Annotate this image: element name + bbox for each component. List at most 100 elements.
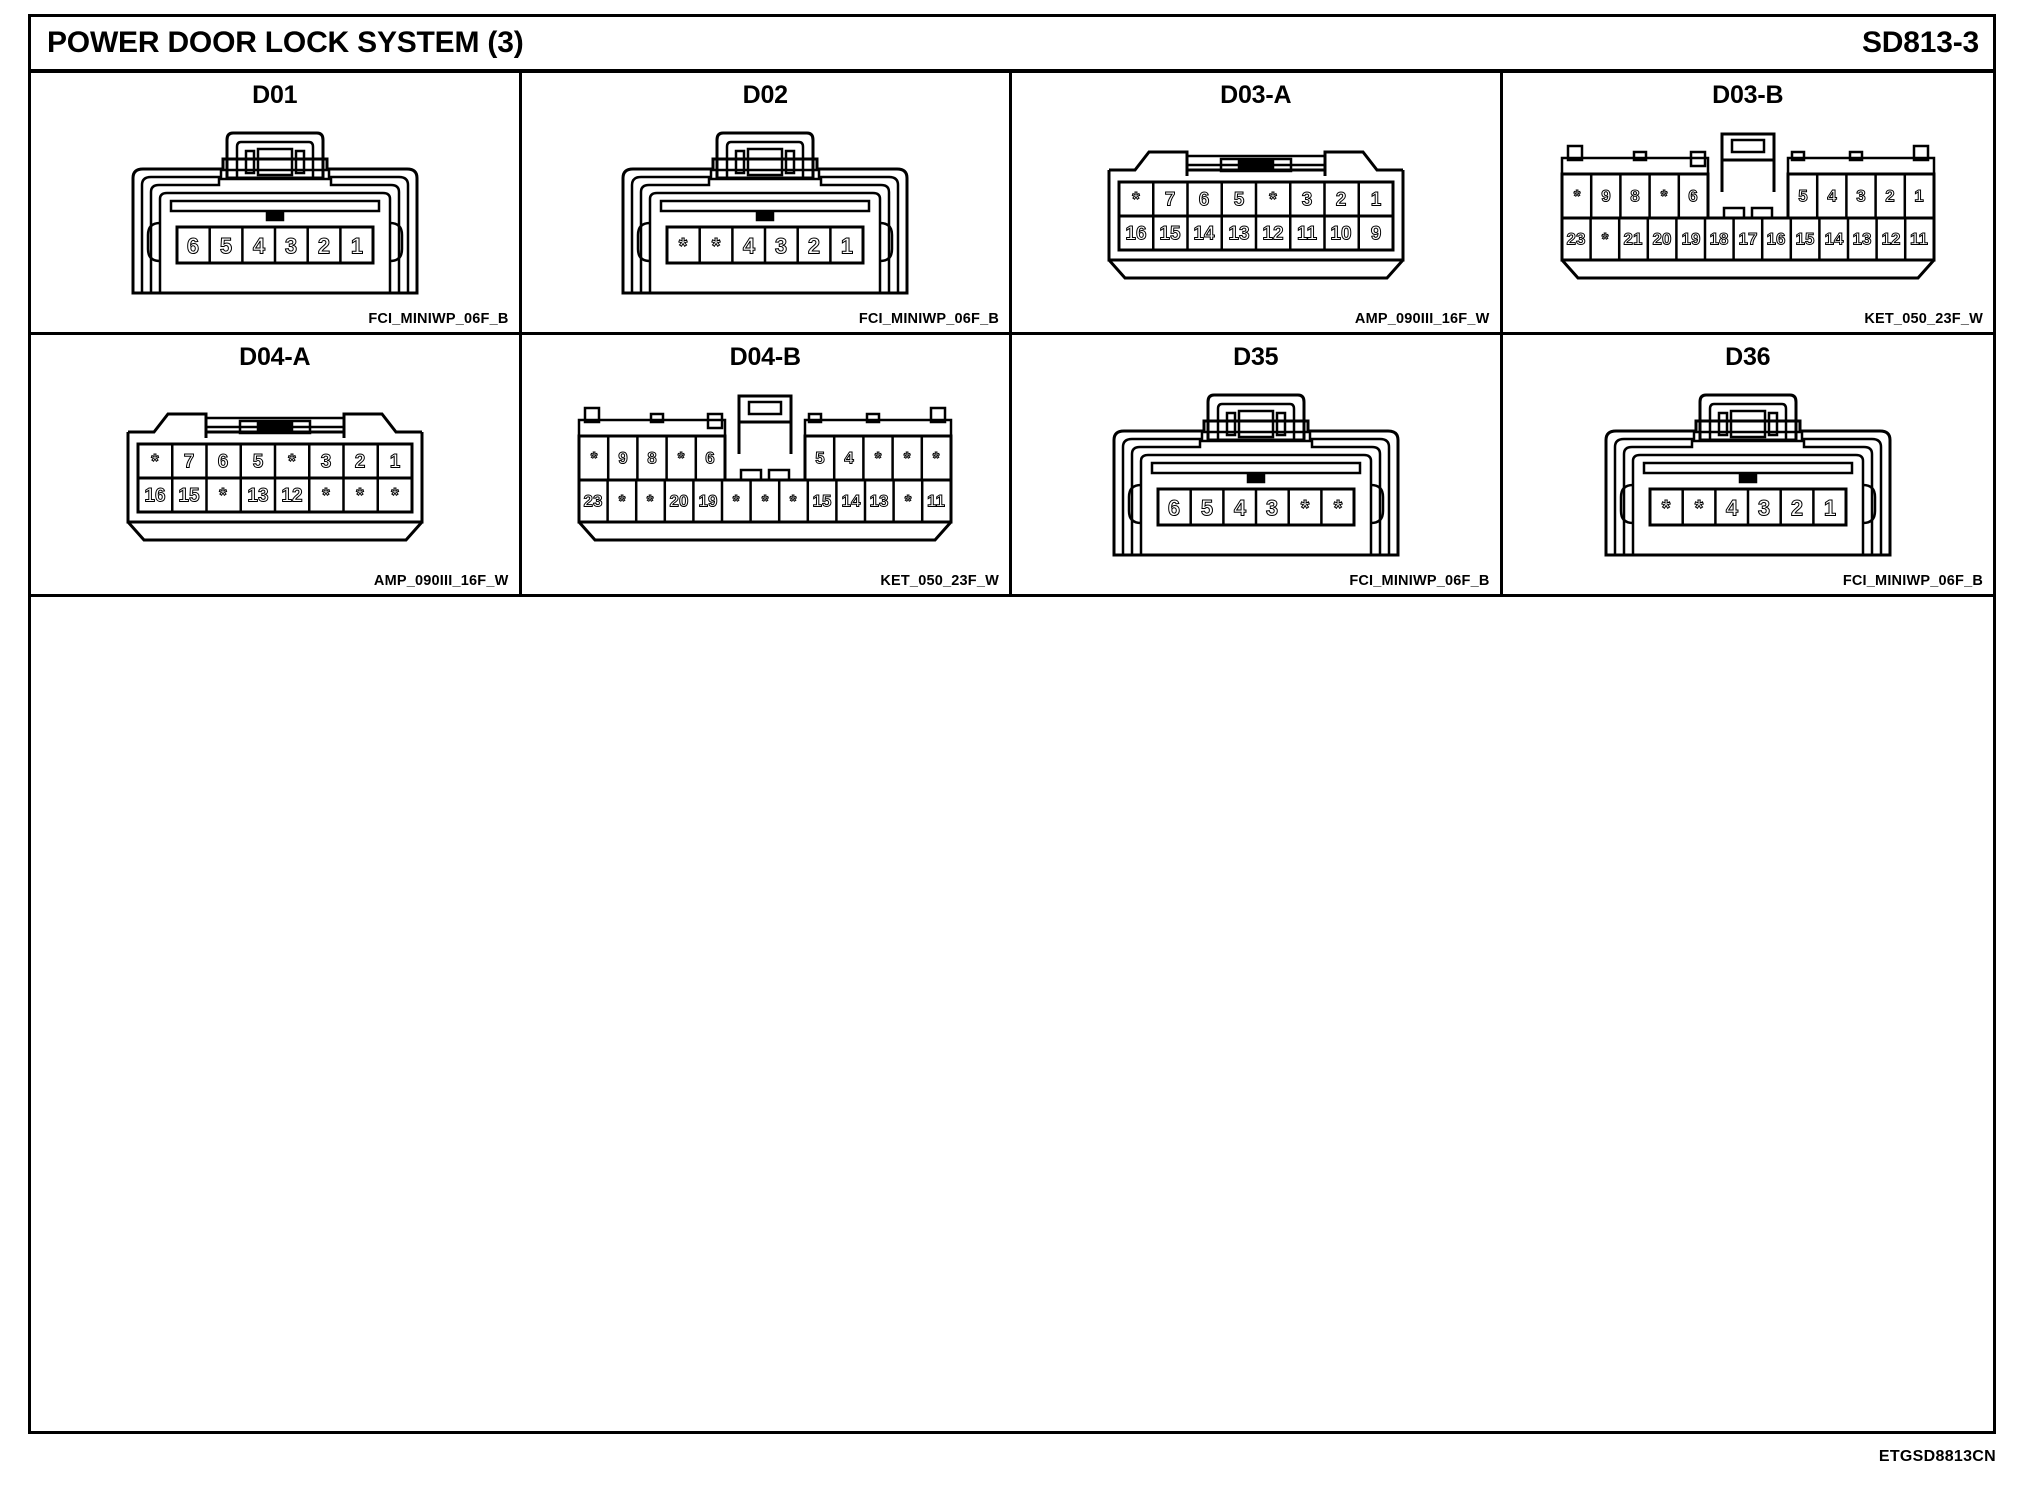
pin-cell: 15 [178,486,200,507]
connector-label-d01: D01 [252,81,298,109]
pin-cell: 12 [1262,224,1283,245]
connector-diagram-d03-b: * 9 8 * 6 5 4 3 2 1 [1503,115,1994,315]
pin-cell: 5 [252,452,263,473]
pin-cell: * [322,486,330,507]
pin-matrix: * 7 6 5 * 3 2 1 16 15 14 13 [1117,180,1395,252]
connector-cell-d01[interactable]: D01 [31,73,522,335]
pin-cell: * [933,448,940,467]
connector-cell-d02[interactable]: D02 [521,73,1012,335]
pin-cell: 6 [1168,495,1180,520]
pin-cell: 3 [285,233,297,258]
pin-cell: 4 [1827,186,1837,205]
connector-diagram-d01: 6 5 4 3 2 1 [31,115,519,315]
pin-row-lower: 23 * 21 20 19 18 17 16 15 14 13 12 [1560,216,1936,261]
pin-row-upper: * 9 8 * 6 5 4 3 2 1 [1560,172,1936,219]
connector-diagram-d35: 6 5 4 3 * * [1012,377,1500,577]
pin-cell: 16 [1766,229,1785,248]
pin-cell: * [1300,495,1309,520]
pin-cell: * [1333,495,1342,520]
pin-cell: 12 [1881,229,1900,248]
pin-cell: * [151,452,159,473]
pin-cell: * [391,486,399,507]
pin-cell: 10 [1330,224,1351,245]
pin-cell: 2 [1335,190,1346,211]
pin-cell: 15 [1795,229,1814,248]
pin-cell: 14 [1824,229,1843,248]
pin-cell: 5 [1233,190,1244,211]
pin-cell: 13 [870,491,889,510]
pin-cell: 8 [648,448,657,467]
connector-cell-d03-a[interactable]: D03-A [1012,73,1503,335]
pin-cell: * [875,448,882,467]
pin-cell: 3 [1758,495,1770,520]
pin-cell: 21 [1623,229,1642,248]
title-bar: POWER DOOR LOCK SYSTEM (3) SD813-3 [31,17,1993,73]
pin-cell: 6 [1198,190,1209,211]
pin-matrix: * 7 6 5 * 3 2 1 16 15 * 13 12 [136,442,414,514]
pin-cell: 7 [1164,190,1175,211]
sheet-code: SD813-3 [1861,26,1979,59]
pin-cell: * [1660,186,1667,205]
pin-cell: 1 [1370,190,1381,211]
pin-cell: 4 [845,448,855,467]
pin-cell: * [591,448,598,467]
connector-label-d02: D02 [742,81,788,109]
connector-part-number-d01: FCI_MINIWP_06F_B [368,311,509,327]
pin-cell: 19 [1681,229,1700,248]
connector-cell-d03-b[interactable]: D03-B [1502,73,1994,335]
pin-cell: * [905,491,912,510]
pin-cell: 7 [183,452,194,473]
pin-cell: * [219,486,227,507]
connector-part-number-d03-a: AMP_090III_16F_W [1354,311,1490,327]
pin-cell: 23 [1566,229,1585,248]
connector-label-d36: D36 [1725,343,1771,371]
pin-cell: 3 [320,452,331,473]
drawing-code: ETGSD8813CN [1878,1448,1996,1465]
pin-cell: 3 [1301,190,1312,211]
pin-cell: 14 [842,491,861,510]
connector-cell-d36[interactable]: D36 [1502,335,1994,597]
connector-cell-d35[interactable]: D35 [1012,335,1503,597]
pin-cell: 4 [1234,495,1247,520]
pin-cell: 2 [318,233,330,258]
pin-cell: 20 [1652,229,1671,248]
pin-cell: 4 [253,233,266,258]
connector-label-d03-a: D03-A [1220,81,1292,109]
pin-cell: 16 [1125,224,1146,245]
connector-part-number-d02: FCI_MINIWP_06F_B [858,311,999,327]
connector-label-d03-b: D03-B [1712,81,1784,109]
connector-diagram-d04-a: * 7 6 5 * 3 2 1 16 15 * 13 12 [31,377,519,577]
connector-cell-d04-a[interactable]: D04-A * [31,335,522,597]
pin-cell: 16 [144,486,165,507]
pin-cell: 14 [1193,224,1215,245]
pin-cell: 4 [1726,495,1739,520]
pin-cell: 3 [1266,495,1278,520]
blank-work-area [31,597,1993,1433]
pin-cell: 1 [389,452,400,473]
pin-cell: * [1694,495,1703,520]
pin-cell: 1 [1914,186,1923,205]
pin-cell: 11 [1297,224,1318,245]
pin-cell: 17 [1738,229,1757,248]
pin-cell: 20 [670,491,689,510]
pin-cell: 1 [351,233,363,258]
connector-cell-d04-b[interactable]: D04-B [521,335,1012,597]
pin-cell: 19 [699,491,718,510]
pin-cell: 12 [281,486,302,507]
pin-cell: 3 [775,233,787,258]
pin-cell: 3 [1856,186,1865,205]
connector-diagram-d36: * * 4 3 2 1 [1503,377,1994,577]
drawing-frame: POWER DOOR LOCK SYSTEM (3) SD813-3 D01 [28,14,1996,1434]
pin-cell: * [679,233,688,258]
pin-cell: 2 [808,233,820,258]
pin-row-upper: * 9 8 * 6 5 4 * * * [577,434,953,481]
pin-cell: 4 [743,233,756,258]
pin-row: * * 4 3 2 1 [665,225,865,264]
connector-part-number-d36: FCI_MINIWP_06F_B [1842,573,1983,589]
pin-cell: * [1661,495,1670,520]
pin-cell: * [733,491,740,510]
pin-cell: 9 [1601,186,1610,205]
pin-cell: 6 [1688,186,1697,205]
connector-part-number-d35: FCI_MINIWP_06F_B [1349,573,1490,589]
